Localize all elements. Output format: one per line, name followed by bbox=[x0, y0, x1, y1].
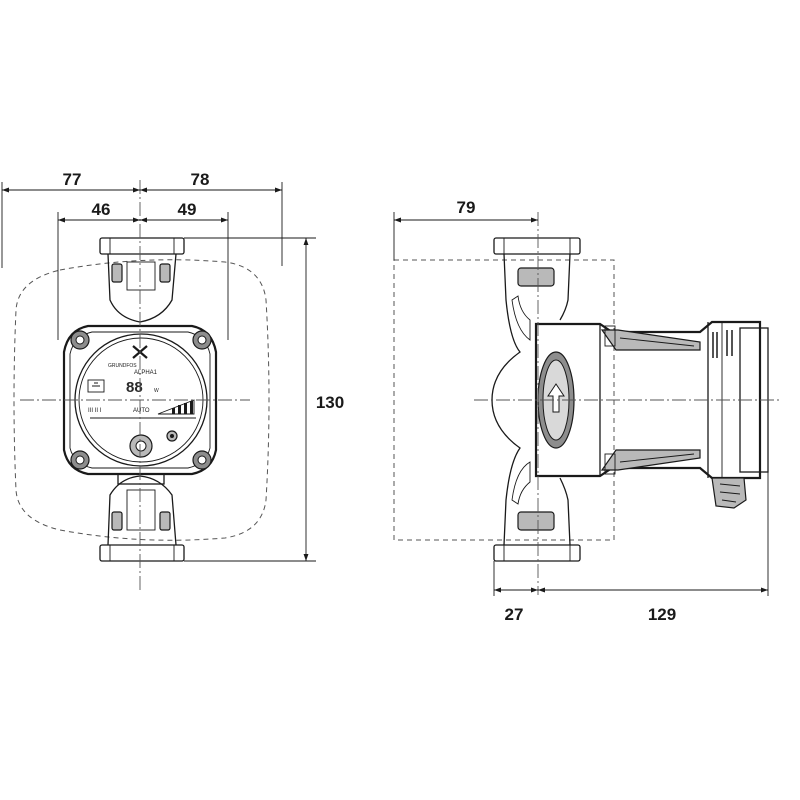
front-bottom-flange bbox=[99, 544, 185, 562]
auto-label: AUTO bbox=[133, 408, 150, 414]
indicator-led-icon bbox=[166, 430, 178, 442]
display-digits: 88 bbox=[126, 379, 143, 396]
mode-button-icon bbox=[129, 434, 153, 458]
cable-plug-icon bbox=[711, 477, 747, 509]
brand-label: GRUNDFOS bbox=[108, 363, 137, 369]
dim-label-27: 27 bbox=[505, 605, 524, 624]
front-bolt-bottom-left bbox=[70, 450, 90, 470]
performance-bars-icon bbox=[157, 399, 195, 415]
dim-label-79: 79 bbox=[457, 198, 476, 217]
night-mode-icon bbox=[87, 379, 105, 393]
front-bolt-top-right bbox=[192, 330, 212, 350]
dim-label-78: 78 bbox=[191, 170, 210, 189]
dim-label-77: 77 bbox=[63, 170, 82, 189]
side-bottom-flange bbox=[493, 544, 581, 562]
model-label: ALPHA1 bbox=[134, 370, 158, 376]
side-view: 79 27 129 bbox=[393, 198, 780, 624]
side-nameplate bbox=[712, 330, 733, 358]
speed-marks: III II I bbox=[88, 408, 102, 414]
front-bolt-bottom-right bbox=[192, 450, 212, 470]
display-unit: W bbox=[154, 388, 159, 394]
front-bolt-top-left bbox=[70, 330, 90, 350]
front-insulation-outline bbox=[13, 259, 270, 541]
dim-label-130: 130 bbox=[316, 393, 344, 412]
front-view: GRUNDFOS ALPHA1 88 W III II I AUTO bbox=[1, 170, 344, 590]
dim-label-49: 49 bbox=[178, 200, 197, 219]
dim-label-46: 46 bbox=[92, 200, 111, 219]
front-top-flange bbox=[99, 237, 185, 255]
side-top-flange bbox=[493, 237, 581, 255]
dim-label-129: 129 bbox=[648, 605, 676, 624]
